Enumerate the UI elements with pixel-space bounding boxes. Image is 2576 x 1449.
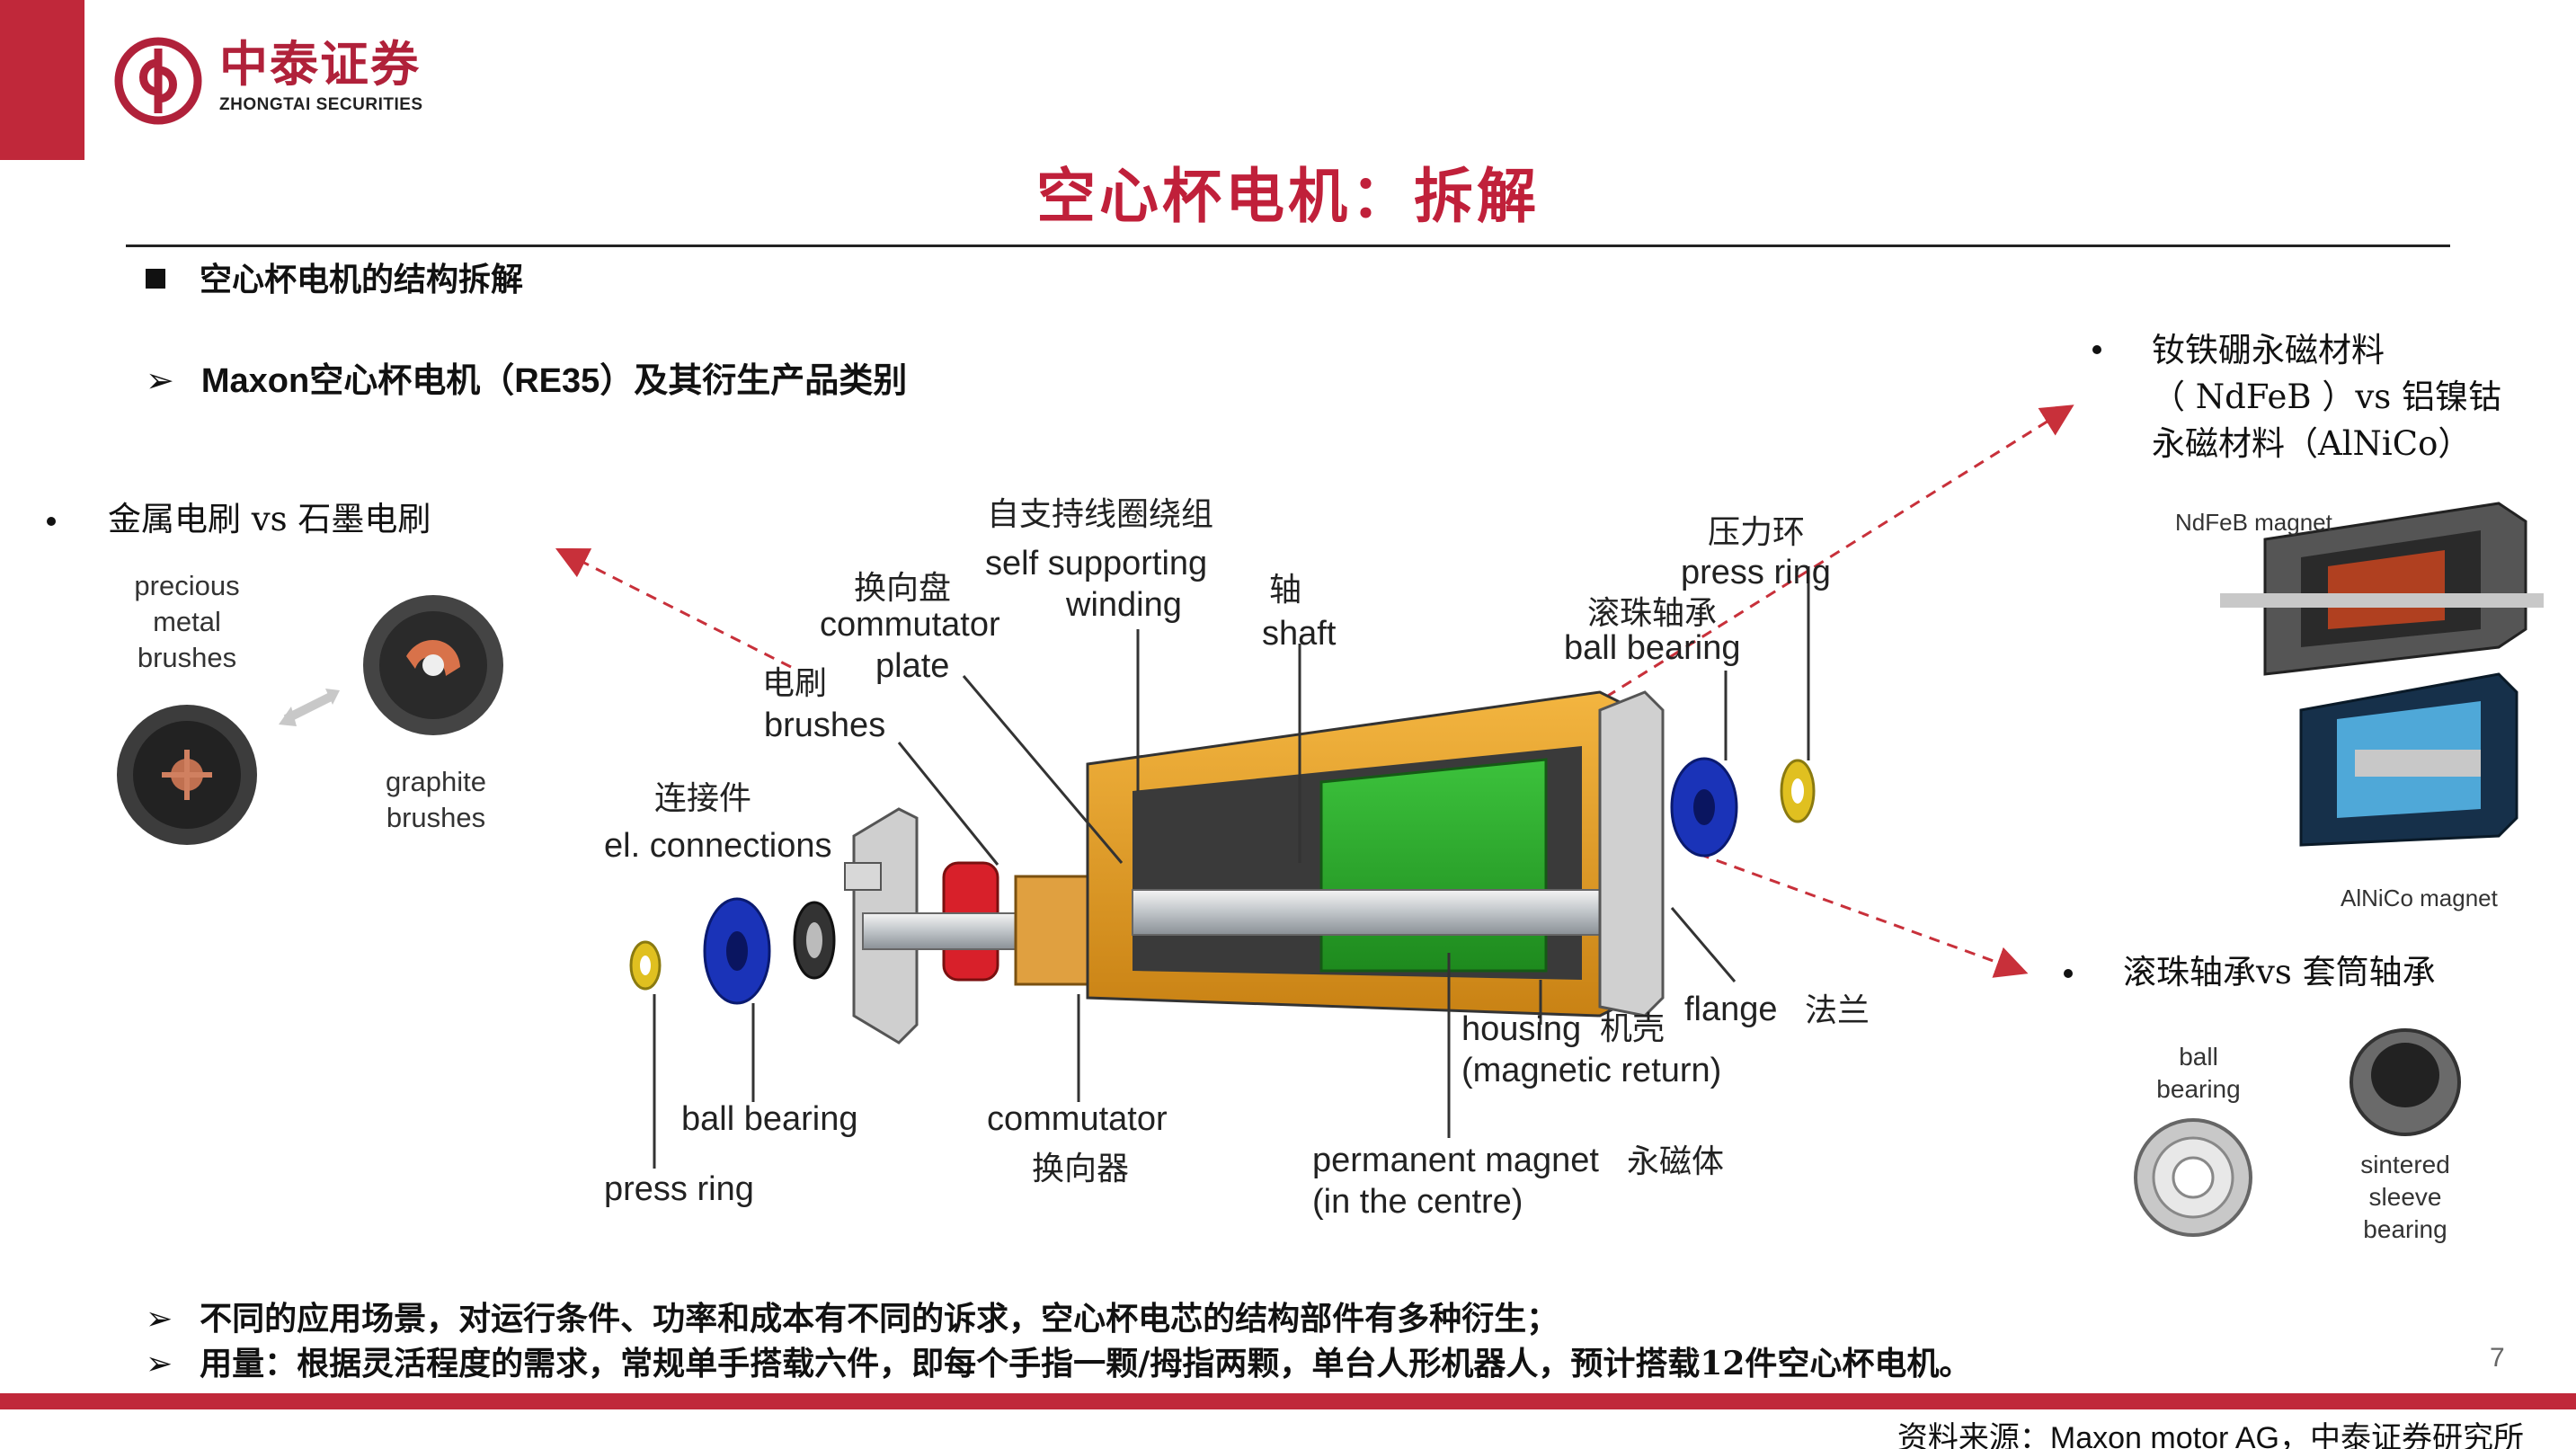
footer-red-bar <box>0 1393 2576 1409</box>
magnet-line-1: 钕铁硼永磁材料 <box>2152 331 2385 369</box>
graphite-line-2: brushes <box>386 802 486 833</box>
comm-plate-label-en2: plate <box>875 647 950 685</box>
precious-metal-brush-photo <box>117 705 257 845</box>
arrow-bullet-icon: ➢ <box>146 1346 173 1382</box>
source-note: 资料来源：Maxon motor AG，中泰证券研究所 <box>1897 1413 2524 1449</box>
comm-plate-label-cn: 换向盘 <box>854 570 952 607</box>
section-heading-text: 空心杯电机的结构拆解 <box>200 261 524 298</box>
magnet-line-2: （ NdFeB ）vs 铝镍钴 <box>2152 378 2501 416</box>
note-line-1: ➢ 不同的应用场景，对运行条件、功率和成本有不同的诉求，空心杯电芯的结构部件有多种… <box>146 1293 1559 1339</box>
permanent-magnet-label-en2: (in the centre) <box>1312 1183 1523 1221</box>
sleeve-bearing-photo <box>2349 1028 2461 1136</box>
note-line-2-text: 用量：根据灵活程度的需求，常规单手搭载六件，即每个手指一颗/拇指两颗，单台人形机… <box>200 1345 1972 1382</box>
precious-line-2: metal <box>153 606 221 637</box>
connections-label-cn: 连接件 <box>654 780 752 817</box>
shaft-label-cn: 轴 <box>1269 572 1302 609</box>
brushes-label-cn: 电刷 <box>762 665 828 702</box>
title-divider <box>126 244 2450 247</box>
housing-label-en: housing <box>1461 1010 1582 1048</box>
page-title: 空心杯电机：拆解 <box>1036 161 1540 231</box>
bullet-dot-icon <box>2092 345 2101 354</box>
arrow-to-brushes <box>555 547 792 669</box>
arrow-to-magnet <box>1509 404 2074 759</box>
note-line-2: ➢ 用量：根据灵活程度的需求，常规单手搭载六件，即每个手指一颗/拇指两颗，单台人形… <box>146 1338 1971 1384</box>
housing-label-cn: 机壳 <box>1600 1010 1666 1047</box>
arrow-bullet-icon: ➢ <box>146 1301 173 1338</box>
housing-label-en2: (magnetic return) <box>1461 1052 1722 1089</box>
brushes-label-en: brushes <box>764 707 886 744</box>
header-red-block <box>0 0 84 160</box>
winding-label-cn: 自支持线圈绕组 <box>987 496 1214 533</box>
connections-label-en: el. connections <box>604 827 832 865</box>
sub-heading-cn2: ）及其衍生产品类别 <box>600 360 908 400</box>
double-arrow-icon <box>279 689 340 726</box>
brand-name-en: ZHONGTAI SECURITIES <box>219 95 423 114</box>
motor-body <box>629 690 1816 1045</box>
source-en: Maxon motor AG <box>2049 1421 2279 1449</box>
ball-bearing-photo <box>2134 1118 2252 1237</box>
arrow-bullet-icon: ➢ <box>146 360 174 400</box>
commutator-label-cn: 换向器 <box>1032 1151 1130 1187</box>
leader-lines <box>653 566 1810 1169</box>
square-bullet-icon <box>146 269 165 289</box>
precious-line-1: precious <box>134 570 240 601</box>
commutator-label-en: commutator <box>987 1100 1168 1138</box>
ball-bearing-label: ball bearing <box>2136 1041 2261 1106</box>
note-line-1-text: 不同的应用场景，对运行条件、功率和成本有不同的诉求，空心杯电芯的结构部件有多种衍… <box>200 1300 1559 1338</box>
sub-heading-en2: RE35 <box>514 362 600 400</box>
graphite-label: graphite brushes <box>360 764 512 836</box>
brush-comparison-title: 金属电刷 vs 石墨电刷 <box>108 500 431 538</box>
bearing-comparison-title: 滚珠轴承vs 套筒轴承 <box>2123 953 2436 991</box>
sub-heading-cn1: 空心杯电机（ <box>309 360 515 400</box>
magnet-line-3: 永磁材料（AlNiCo） <box>2152 424 2472 463</box>
bullet-dot-icon <box>47 517 56 526</box>
bullet-dot-icon <box>2064 969 2073 978</box>
graphite-brush-photo <box>363 595 503 735</box>
brand-block: 中泰证券 ZHONGTAI SECURITIES <box>219 36 423 115</box>
alnico-label: AlNiCo magnet <box>2341 885 2498 911</box>
sub-heading-en: Maxon <box>200 362 310 400</box>
sleeve-line-2: sleeve <box>2368 1183 2442 1211</box>
shaft-label-en: shaft <box>1262 615 1337 653</box>
winding-label-en1: self supporting <box>985 545 1208 582</box>
ball-bearing-top-cn: 滚珠轴承 <box>1587 595 1718 632</box>
permanent-magnet-label-cn: 永磁体 <box>1627 1143 1725 1180</box>
graphite-line-1: graphite <box>385 766 487 797</box>
press-ring-bottom-label: press ring <box>604 1170 754 1208</box>
brand-name-cn: 中泰证券 <box>219 36 421 93</box>
alnico-magnet-photo <box>2299 672 2518 847</box>
page-number: 7 <box>2490 1343 2505 1373</box>
source-cn2: ，中泰证券研究所 <box>2279 1420 2524 1449</box>
source-cn: 资料来源： <box>1896 1420 2050 1449</box>
winding-label-en2: winding <box>1066 586 1182 624</box>
sleeve-line-1: sintered <box>2360 1151 2450 1178</box>
ball-bearing-bottom-label: ball bearing <box>681 1100 858 1138</box>
press-ring-label-cn: 压力环 <box>1708 514 1806 551</box>
section-heading: 空心杯电机的结构拆解 <box>146 253 523 300</box>
ball-bearing-top-en: ball bearing <box>1564 629 1741 667</box>
flange-label-en: flange <box>1684 991 1778 1028</box>
sub-heading: ➢ Maxon空心杯电机（RE35）及其衍生产品类别 <box>146 352 907 402</box>
sleeve-bearing-label: sintered sleeve bearing <box>2344 1149 2466 1246</box>
ball-line-1: ball <box>2179 1043 2218 1071</box>
press-ring-label-en: press ring <box>1681 554 1831 591</box>
permanent-magnet-label-en: permanent magnet <box>1312 1142 1599 1179</box>
arrow-to-bearing <box>1698 852 2029 978</box>
ball-line-2: bearing <box>2156 1075 2241 1103</box>
flange-label-cn: 法兰 <box>1805 992 1870 1029</box>
magnet-comparison-text: 钕铁硼永磁材料 （ NdFeB ）vs 铝镍钴 永磁材料（AlNiCo） <box>2152 327 2501 467</box>
ndfeb-label: NdFeB magnet <box>2175 509 2332 536</box>
precious-line-3: brushes <box>137 642 237 673</box>
sleeve-line-3: bearing <box>2363 1215 2447 1243</box>
ndfeb-magnet-photo <box>2220 502 2544 676</box>
precious-metal-label: precious metal brushes <box>108 568 266 676</box>
zhongtai-logo-icon <box>114 37 202 125</box>
comm-plate-label-en1: commutator <box>820 606 1000 644</box>
